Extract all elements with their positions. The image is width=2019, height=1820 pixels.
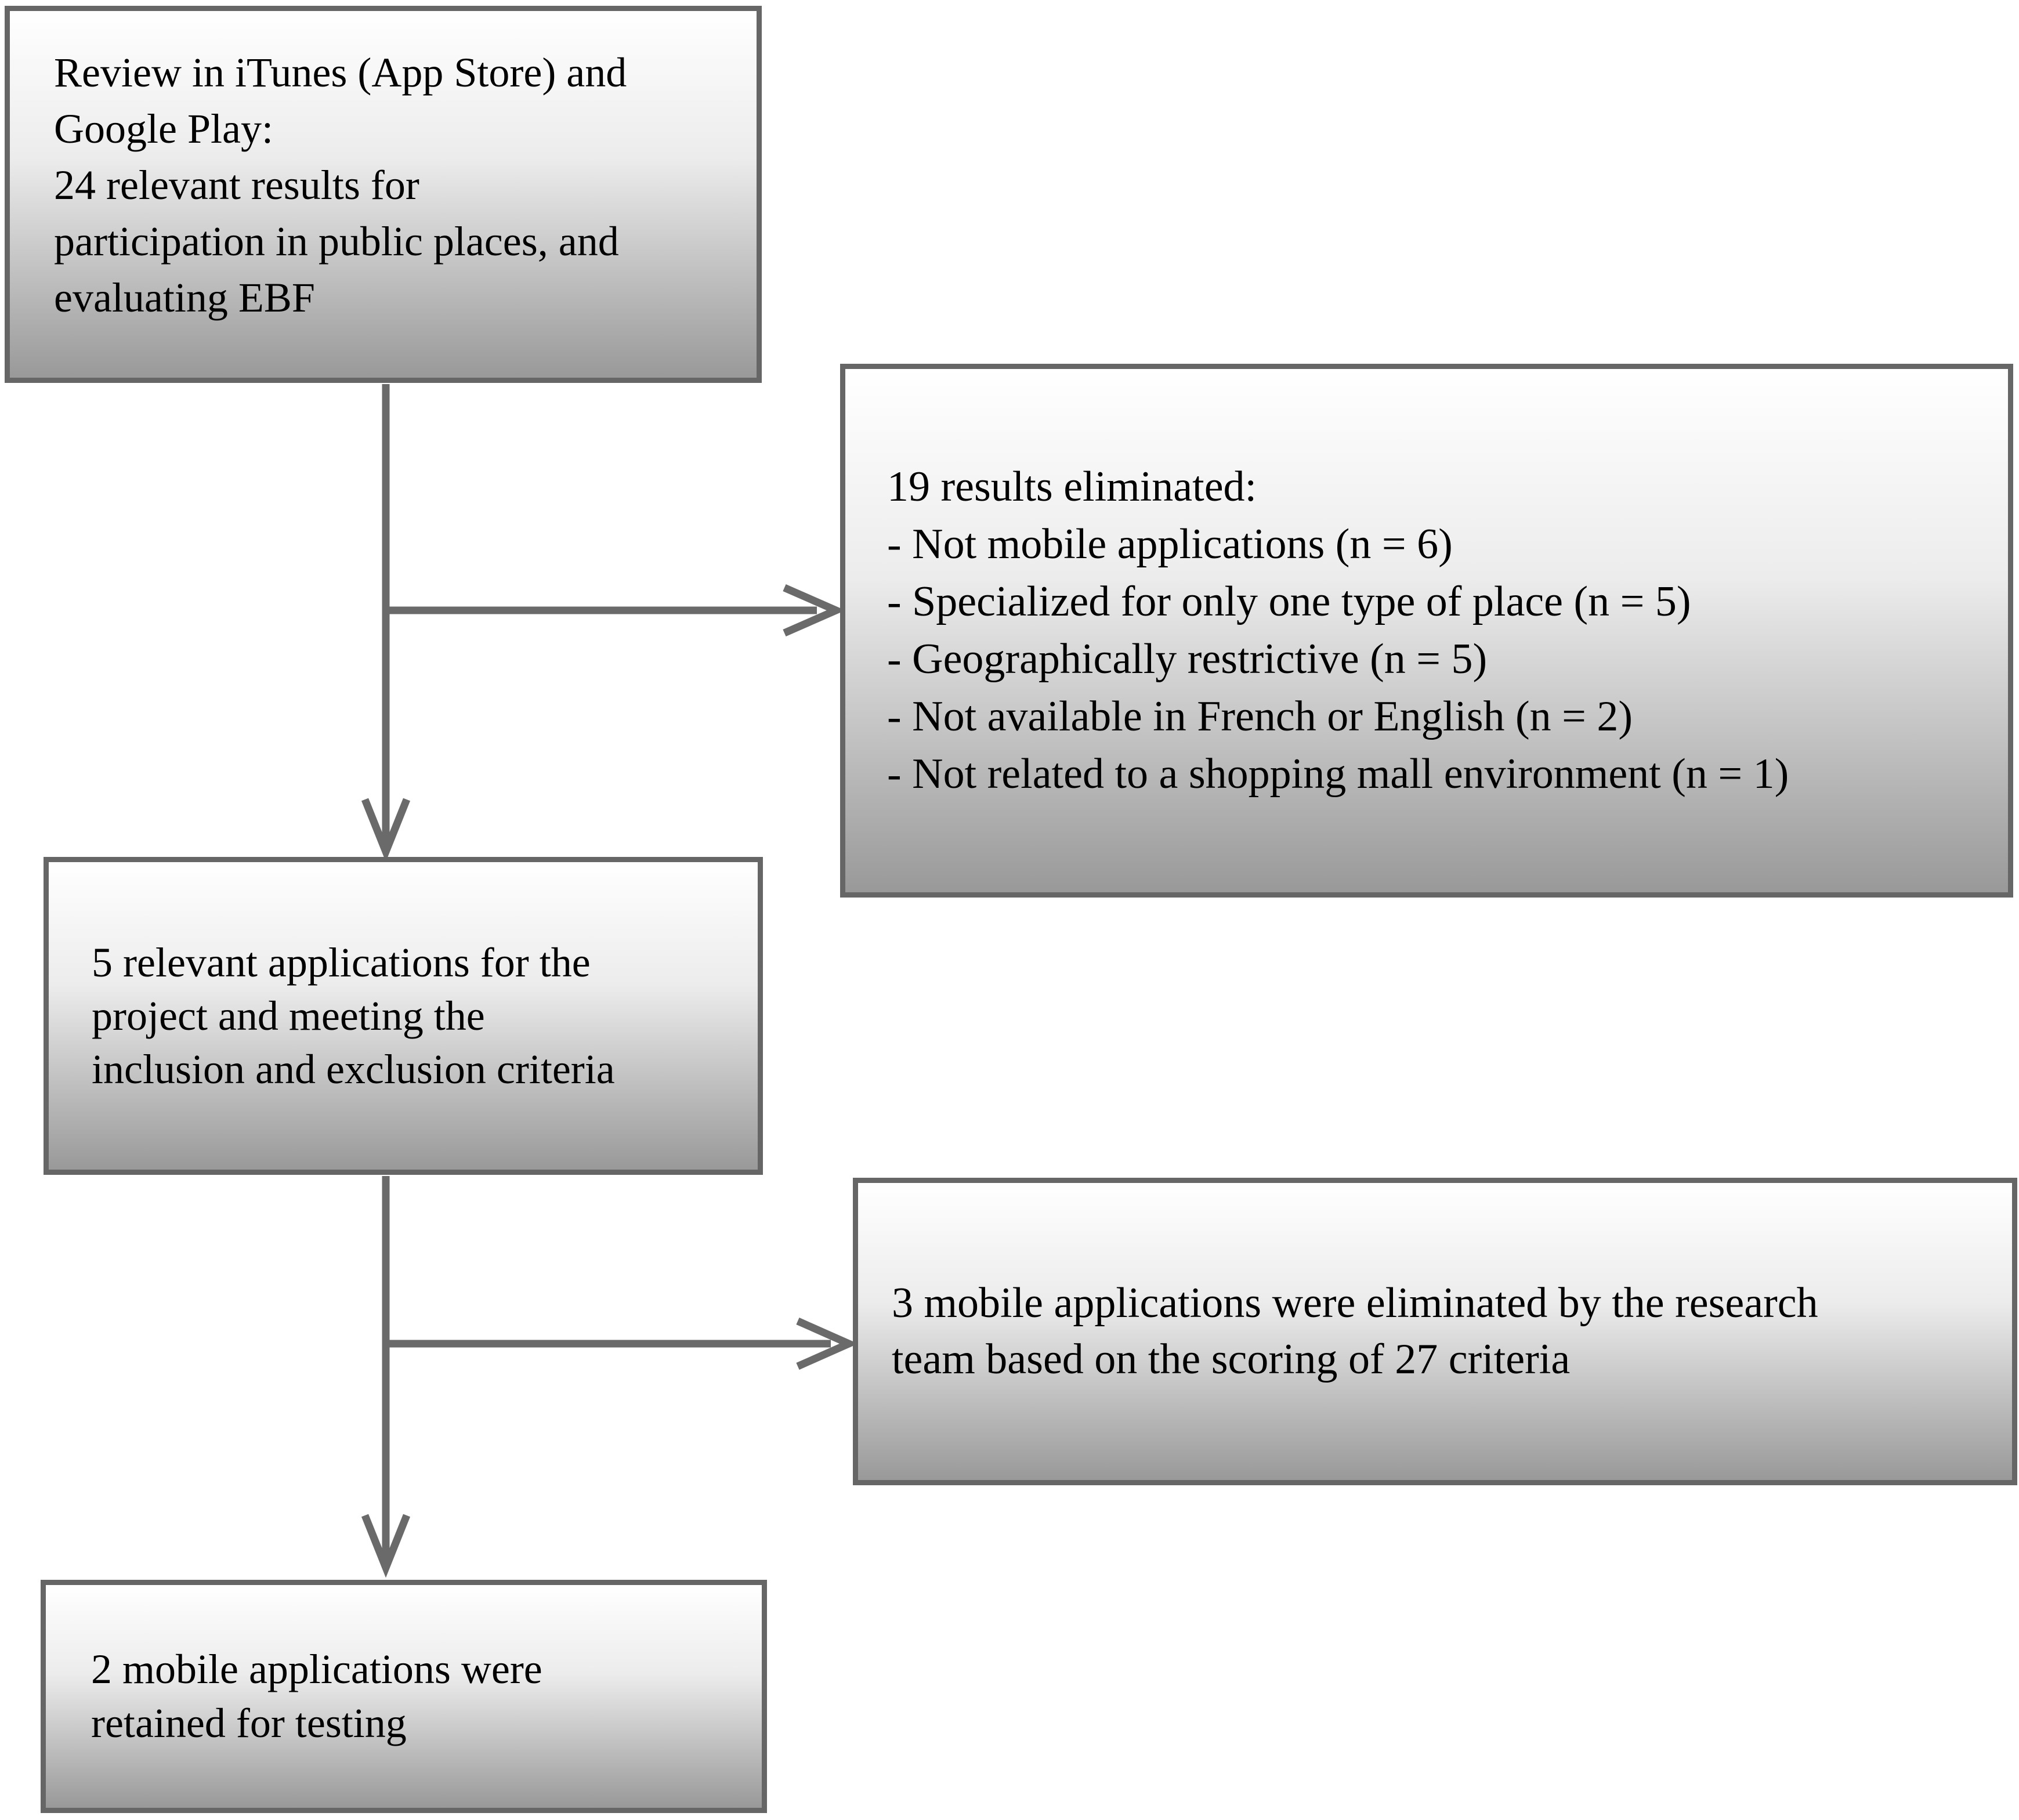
arrow-head-down-icon xyxy=(361,1514,411,1578)
text-line: evaluating EBF xyxy=(54,274,315,321)
text-line: Review in iTunes (App Store) and xyxy=(54,49,627,96)
arrow-relevant-to-retained xyxy=(361,1176,411,1578)
text-line: retained for testing xyxy=(91,1700,407,1746)
box-text: 19 results eliminated: - Not mobile appl… xyxy=(845,369,2008,892)
text-line: - Not related to a shopping mall environ… xyxy=(887,750,1789,798)
box-text: Review in iTunes (App Store) and Google … xyxy=(10,11,757,378)
text-line: 24 relevant results for xyxy=(54,162,419,208)
text-line: - Not mobile applications (n = 6) xyxy=(887,520,1453,568)
box-19-results-eliminated: 19 results eliminated: - Not mobile appl… xyxy=(840,364,2013,898)
box-2-apps-retained: 2 mobile applications were retained for … xyxy=(41,1580,767,1813)
text-line: - Not available in French or English (n … xyxy=(887,693,1633,740)
text-line: - Specialized for only one type of place… xyxy=(887,578,1691,625)
box-3-apps-eliminated: 3 mobile applications were eliminated by… xyxy=(853,1178,2017,1485)
box-text: 2 mobile applications were retained for … xyxy=(46,1585,762,1808)
box-review-search-results: Review in iTunes (App Store) and Google … xyxy=(5,6,762,383)
text-line: project and meeting the xyxy=(92,993,485,1039)
arrow-head-down-icon xyxy=(361,798,411,862)
text-line: 3 mobile applications were eliminated by… xyxy=(892,1279,1818,1327)
text-line: participation in public places, and xyxy=(54,218,619,265)
text-line: Google Play: xyxy=(54,106,273,152)
text-line: team based on the scoring of 27 criteria xyxy=(892,1336,1571,1383)
box-5-relevant-applications: 5 relevant applications for the project … xyxy=(44,857,763,1175)
arrow-review-to-relevant xyxy=(361,384,411,862)
arrow-review-to-eliminated19 xyxy=(386,584,846,636)
text-line: 5 relevant applications for the xyxy=(92,939,591,986)
box-text: 5 relevant applications for the project … xyxy=(49,862,758,1170)
arrow-relevant-to-eliminated3 xyxy=(386,1318,859,1370)
arrow-head-right-icon xyxy=(783,584,846,636)
box-text: 3 mobile applications were eliminated by… xyxy=(858,1183,2012,1480)
text-line: - Geographically restrictive (n = 5) xyxy=(887,635,1488,683)
text-line: 19 results eliminated: xyxy=(887,463,1257,511)
text-line: 2 mobile applications were xyxy=(91,1646,542,1692)
arrow-head-right-icon xyxy=(796,1318,859,1370)
text-line: inclusion and exclusion criteria xyxy=(92,1046,615,1092)
